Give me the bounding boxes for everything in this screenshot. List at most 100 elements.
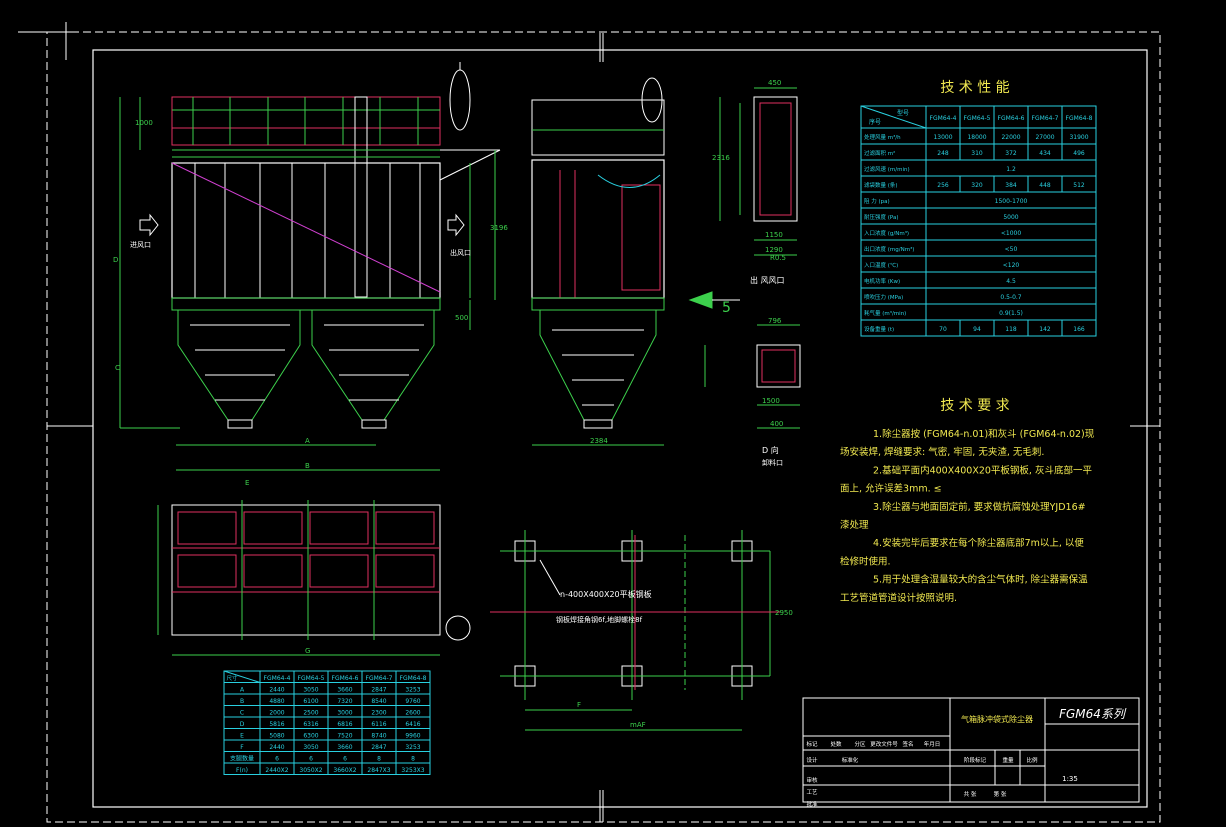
inlet-label: 进风口 [130, 241, 151, 249]
dim-1500: 1500 [762, 397, 780, 405]
dim-cell: 2440 [269, 744, 284, 751]
dim-row-label: D [240, 721, 245, 728]
weld-note: 钢板焊接角钢6f,地脚螺栓8f [556, 615, 643, 624]
dim-cell: 2440X2 [265, 767, 288, 774]
requirement-line: 检修时使用. [840, 555, 891, 567]
dim-cell: 3660 [337, 744, 352, 751]
requirement-line: 2.基础平面内400X400X20平板钢板, 灰斗底部一平 [873, 464, 1092, 476]
dim-cell: 6300 [303, 733, 318, 740]
dim-row-label: E [240, 733, 244, 740]
perf-col-header: FGM64-6 [998, 115, 1025, 122]
perf-cell: 384 [1005, 182, 1017, 189]
dim-cell: 2440 [269, 687, 284, 694]
dim-cell: 4880 [269, 698, 284, 705]
perf-cell: 256 [937, 182, 949, 189]
perf-cell-merged: 1500-1700 [995, 198, 1028, 205]
front-view [119, 62, 501, 471]
dim-cell: 2500 [303, 710, 318, 717]
dim-cell: 3660X2 [333, 767, 356, 774]
perf-cell: 448 [1039, 182, 1051, 189]
dim-d: D [113, 256, 118, 264]
perf-row-label: 过滤风速 (m/min) [864, 165, 910, 173]
dim-row-label: F [240, 744, 244, 751]
dim-3196: 3196 [490, 224, 508, 232]
perf-cell-merged: 1.2 [1006, 166, 1016, 173]
dim-cell: 8540 [371, 698, 386, 705]
dim-cell: 6 [343, 756, 347, 763]
requirement-line: 1.除尘器按 (FGM64-n.01)和灰斗 (FGM64-n.02)现 [873, 428, 1095, 440]
section-caption: 出 风风口 [750, 275, 785, 285]
dim-corner: 尺寸 [226, 674, 238, 682]
perf-row-label: 耗气量 (m³/min) [864, 309, 906, 317]
plate-note: n-400X400X20平板钢板 [560, 589, 652, 599]
title-block-label: 重量 [1002, 756, 1014, 764]
dim-row-label: 支腿数量 [230, 755, 254, 763]
dim-cell: 3000 [337, 710, 352, 717]
title-block-label: 标准化 [842, 756, 859, 764]
dim-diagonal [223, 670, 261, 683]
requirements-title: 技 术 要 求 [940, 398, 1009, 414]
dim-cell: 3660 [337, 687, 352, 694]
perf-cell: 27000 [1035, 134, 1054, 141]
perf-cell: 94 [973, 326, 981, 333]
perf-col-header: FGM64-7 [1032, 115, 1059, 122]
perf-row-label: 电机功率 (Kw) [864, 277, 900, 285]
dim-row-label: B [240, 698, 244, 705]
requirement-line: 场安装焊, 焊缝要求: 气密, 牢固, 无夹渣, 无毛刺. [840, 446, 1044, 458]
outlet-detail [704, 87, 801, 429]
perf-cell: 13000 [933, 134, 952, 141]
perf-cell: 166 [1073, 326, 1085, 333]
requirement-line: 面上, 允许误差3mm. ≤ [840, 483, 942, 495]
perf-row-label: 设备重量 (t) [864, 325, 894, 333]
title-block-label: 签名 [902, 740, 913, 748]
perf-cell-merged: 0.9(1.5) [999, 310, 1023, 317]
dim-g: G [305, 647, 310, 655]
dim-cell: 3253X3 [401, 767, 424, 774]
dim-row-label: F(n) [236, 767, 248, 774]
dim-col-header: FGM64-8 [400, 675, 427, 682]
dim-796: 796 [768, 317, 782, 325]
dim-cell: 9760 [405, 698, 420, 705]
requirements-list: 1.除尘器按 (FGM64-n.01)和灰斗 (FGM64-n.02)现场安装焊… [840, 428, 1095, 604]
perf-row-label: 阻 力 (pa) [864, 197, 890, 205]
perf-row-label: 过滤面积 m² [864, 149, 895, 157]
side-view [531, 77, 740, 446]
dim-cell: 3050 [303, 744, 318, 751]
dim-col-header: FGM64-5 [298, 675, 325, 682]
perf-row-label: 处理风量 m³/h [864, 133, 901, 141]
title-block-label: 设计 [806, 756, 818, 764]
title-block-label: 更改文件号 [870, 740, 898, 748]
perf-cell: 22000 [1001, 134, 1020, 141]
dim-col-header: FGM64-4 [264, 675, 291, 682]
perf-cell: 310 [971, 150, 983, 157]
scale-value: 1:35 [1062, 775, 1078, 783]
dim-cell: 2000 [269, 710, 284, 717]
perf-cell: 248 [937, 150, 949, 157]
dim-c: C [115, 364, 120, 372]
dim-cell: 7320 [337, 698, 352, 705]
dim-400: 400 [770, 420, 783, 428]
dim-cell: 9960 [405, 733, 420, 740]
dim-cell: 6416 [405, 721, 420, 728]
perf-cell: 118 [1005, 326, 1017, 333]
dim-cell: 3050 [303, 687, 318, 694]
title-block-label: 第 张 [994, 790, 1007, 798]
requirement-line: 3.除尘器与地面固定前, 要求做抗腐蚀处理YJD16# [873, 501, 1086, 513]
dim-col-header: FGM64-7 [366, 675, 393, 682]
perf-corner-top: 型号 [897, 109, 909, 117]
dim-500: 500 [455, 314, 468, 322]
dim-row-label: A [240, 687, 245, 694]
dim-cell: 7520 [337, 733, 352, 740]
perf-table-border [860, 105, 1097, 337]
dim-1150: 1150 [765, 231, 783, 239]
perf-cell: 320 [971, 182, 983, 189]
perf-col-header: FGM64-8 [1066, 115, 1093, 122]
dim-cell: 3253 [405, 687, 420, 694]
dim-cell: 2847X3 [367, 767, 390, 774]
perf-row-label: 入口浓度 (g/Nm³) [864, 229, 909, 237]
title-block-label: 共 张 [964, 790, 977, 798]
dim-r05: R0.5 [770, 254, 786, 262]
dim-cell: 8740 [371, 733, 386, 740]
perf-cell: 512 [1073, 182, 1085, 189]
dim-cell: 2600 [405, 710, 420, 717]
